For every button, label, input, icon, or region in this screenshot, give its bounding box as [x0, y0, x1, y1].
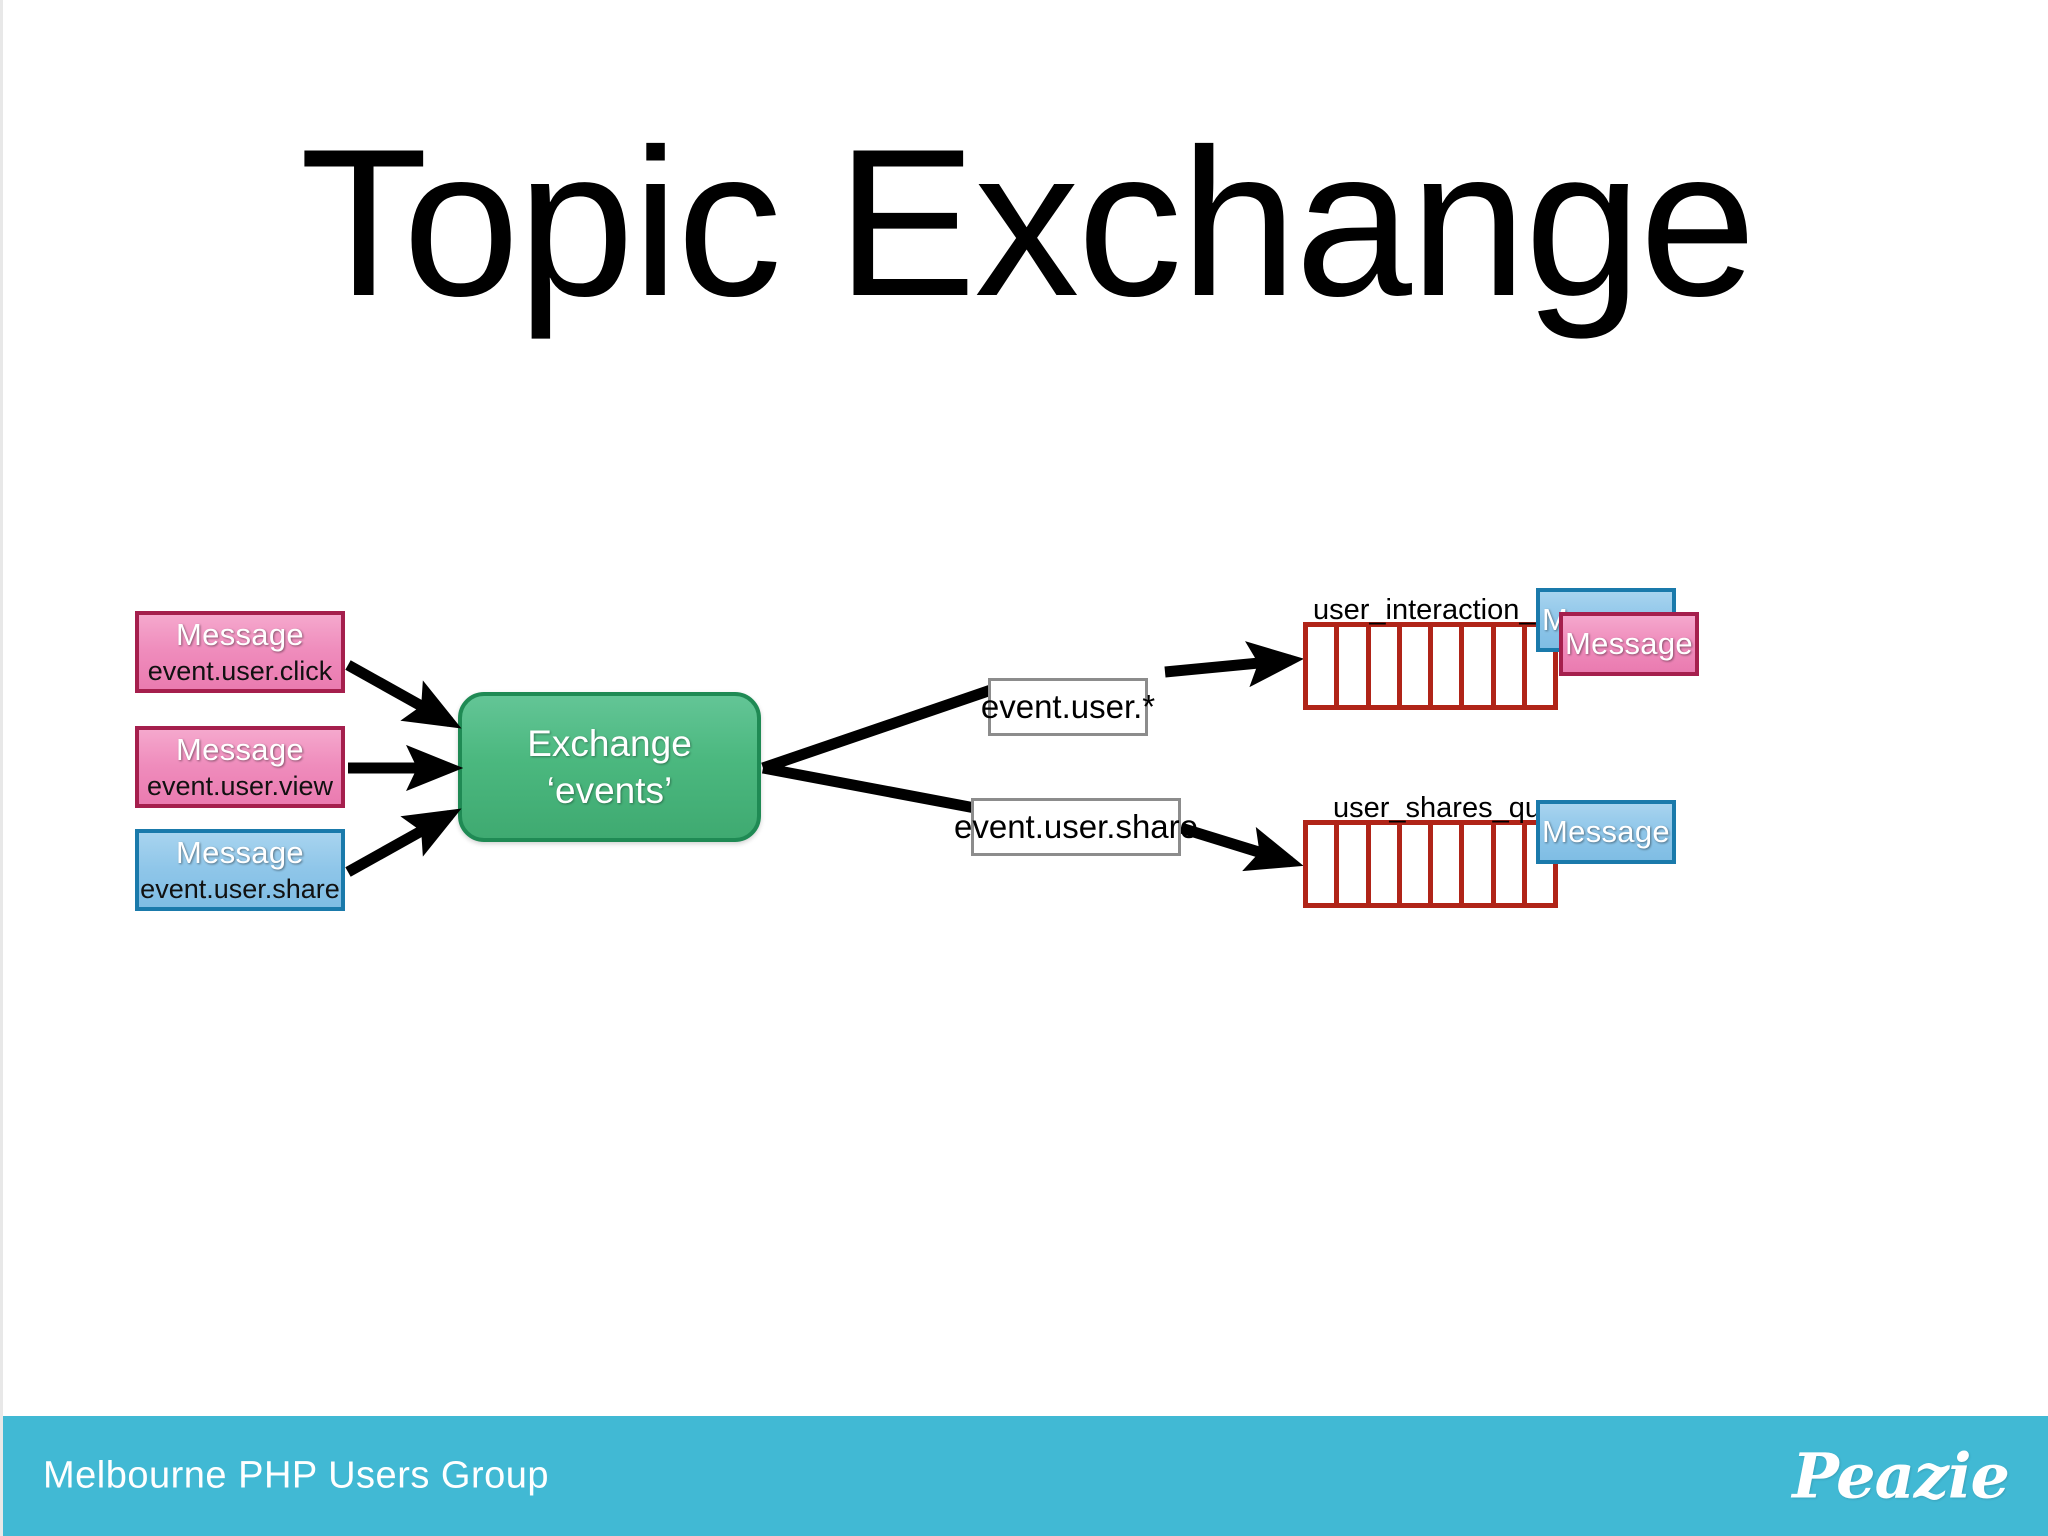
footer-bar: Melbourne PHP Users Group Peazie — [3, 1416, 2048, 1536]
queue-2-cell — [1334, 820, 1371, 908]
footer-organisation-label: Melbourne PHP Users Group — [43, 1454, 550, 1497]
arrow-producer-1 — [345, 660, 462, 729]
exchange-node[interactable]: Exchange ‘events’ — [458, 692, 761, 842]
arrow-queue-1 — [1164, 641, 1305, 688]
queue-2-cell — [1365, 820, 1402, 908]
arrow-producer-3 — [345, 808, 462, 877]
producer-message-2-title: Message — [176, 731, 304, 767]
queue-2-cell — [1490, 820, 1527, 908]
queue-1-message-pink[interactable]: Message — [1559, 612, 1699, 676]
peazie-logo: Peazie — [1792, 1439, 2010, 1513]
producer-message-3-title: Message — [176, 834, 304, 870]
exchange-label-line1: Exchange — [527, 722, 692, 764]
producer-message-1[interactable]: Message event.user.click — [135, 611, 345, 693]
queue-2-message-blue-title: Message — [1542, 814, 1670, 850]
queue-1[interactable] — [1303, 622, 1558, 710]
exchange-label-line2: ‘events’ — [546, 770, 673, 811]
producer-message-1-title: Message — [176, 616, 304, 652]
binding-key-1-label: event.user.* — [980, 688, 1156, 725]
binding-key-2[interactable]: event.user.share — [954, 798, 1198, 856]
producer-message-2[interactable]: Message event.user.view — [135, 726, 345, 808]
page-title: Topic Exchange — [299, 105, 1757, 340]
producer-message-2-routing-key: event.user.view — [146, 770, 334, 801]
queue-1-message-pink-title: Message — [1565, 626, 1693, 662]
queue-1-cell — [1365, 622, 1402, 710]
queue-2[interactable] — [1303, 820, 1558, 908]
binding-key-1[interactable]: event.user.* — [981, 678, 1155, 736]
queue-1-cell — [1459, 622, 1496, 710]
producer-message-3[interactable]: Message event.user.share — [135, 829, 345, 911]
line-binding-2 — [761, 762, 977, 814]
queue-2-message-blue[interactable]: Message — [1536, 800, 1676, 864]
binding-key-2-label: event.user.share — [954, 808, 1198, 845]
queue-2-cell — [1459, 820, 1496, 908]
line-binding-1 — [761, 684, 993, 774]
queue-2-cell — [1428, 820, 1465, 908]
producer-message-1-routing-key: event.user.click — [147, 655, 333, 686]
producer-message-3-routing-key: event.user.share — [140, 873, 340, 904]
